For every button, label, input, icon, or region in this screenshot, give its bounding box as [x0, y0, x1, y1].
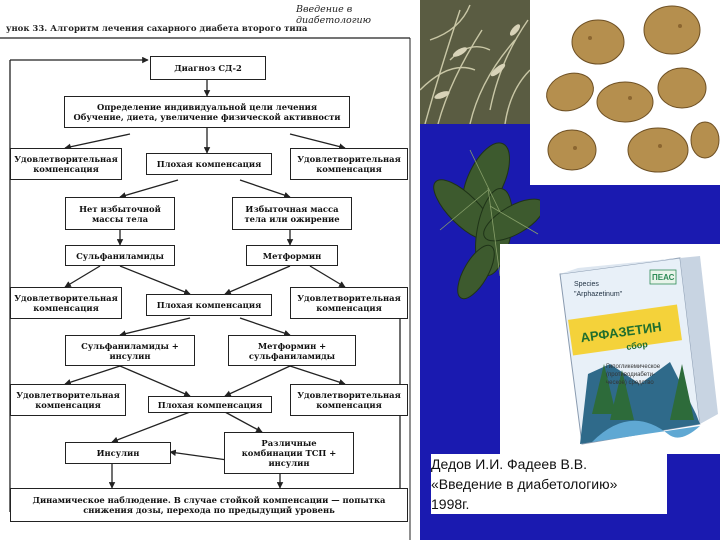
- package-logo: ПЕАС: [652, 273, 675, 282]
- sulfonylurea-box: Сульфаниламиды: [65, 245, 175, 266]
- caption-book-title: «Введение в диабетологию»: [431, 476, 618, 492]
- package-latin-name: "Arphazetinum": [574, 291, 623, 298]
- caption-authors: Дедов И.И. Фадеев В.В.: [431, 456, 587, 472]
- arfazetin-package-photo: Species "Arphazetinum" ПЕАС АРФАЗЕТИН сб…: [500, 244, 720, 454]
- jerusalem-artichoke-photo: [530, 0, 720, 185]
- flowchart-connectors: [0, 37, 411, 540]
- package-sub-brand: сбор: [626, 339, 649, 352]
- package-desc-1: Гипогликемическое: [606, 364, 661, 370]
- herb-plant-photo: [420, 0, 530, 124]
- caption-year: 1998г.: [431, 496, 470, 512]
- package-desc-3: ческое) средство: [606, 380, 654, 386]
- flowchart-scan: Введение в диабетологию унок 33. Алгорит…: [0, 0, 420, 540]
- poor-compensation-box-1: Плохая компенсация: [146, 153, 272, 175]
- figure-title: унок 33. Алгоритм лечения сахарного диаб…: [6, 24, 308, 34]
- package-species-label: Species: [574, 281, 599, 288]
- diagnosis-box: Диагноз СД-2: [150, 56, 266, 80]
- running-head: Введение в диабетологию: [296, 4, 372, 26]
- metformin-sulfonylurea-box: Метформин +сульфаниламиды: [228, 335, 356, 366]
- citation-caption: Дедов И.И. Фадеев В.В. «Введение в диабе…: [431, 454, 667, 514]
- metformin-box: Метформин: [246, 245, 338, 266]
- package-desc-2: (противодиабети-: [606, 372, 655, 378]
- sulfonylurea-insulin-box: Сульфаниламиды +инсулин: [65, 335, 195, 366]
- dynamic-observation-box: Динамическое наблюдение. В случае стойко…: [10, 488, 408, 522]
- poor-compensation-box-2: Плохая компенсация: [146, 294, 272, 316]
- insulin-box: Инсулин: [65, 442, 171, 464]
- bay-leaves-photo: [433, 142, 540, 300]
- poor-compensation-box-3: Плохая компенсация: [148, 396, 272, 413]
- herbal-photo-collage: Species "Arphazetinum" ПЕАС АРФАЗЕТИН сб…: [420, 0, 720, 540]
